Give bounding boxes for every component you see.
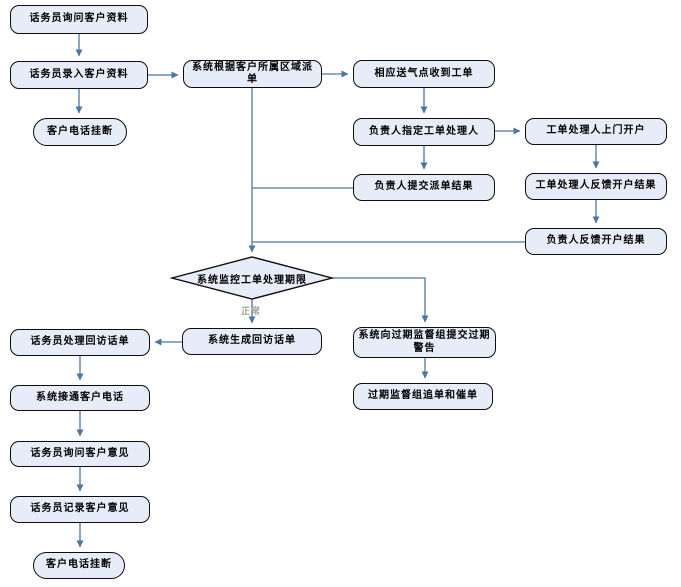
node-handle-callback-ticket: 话务员处理回访话单	[10, 329, 150, 356]
node-label: 系统向过期监督组提交过期警告	[358, 330, 491, 354]
connector-decision-overdue	[332, 277, 429, 323]
node-label: 负责人反馈开户结果	[546, 235, 646, 247]
node-label: 话务员询问客户资料	[29, 13, 129, 25]
node-label: 话务员记录客户意见	[30, 503, 130, 515]
node-customer-hangup-bottom: 客户电话挂断	[33, 552, 125, 579]
node-label: 话务员处理回访话单	[30, 336, 130, 348]
node-customer-hangup-top: 客户电话挂断	[33, 118, 127, 146]
node-label: 系统监控工单处理期限	[197, 274, 307, 286]
node-label: 过期监督组追单和催单	[368, 390, 478, 402]
node-label: 系统接通客户电话	[36, 391, 124, 403]
node-label: 系统生成回访话单	[208, 335, 296, 347]
node-door-open-account: 工单处理人上门开户	[525, 118, 667, 145]
node-station-receive-order: 相应送气点收到工单	[353, 60, 495, 88]
node-ask-customer-opinion: 话务员询问客户意见	[10, 441, 150, 467]
node-connect-customer-call: 系统接通客户电话	[10, 385, 150, 411]
node-submit-dispatch-result: 负责人提交派单结果	[353, 174, 495, 201]
node-handler-feedback-result: 工单处理人反馈开户结果	[525, 173, 667, 200]
node-label: 相应送气点收到工单	[374, 67, 474, 79]
node-label: 系统根据客户所属区域派单	[192, 61, 313, 86]
node-label: 话务员录入客户资料	[29, 68, 129, 80]
node-monitor-deadline-decision: 系统监控工单处理期限	[177, 262, 327, 294]
node-label: 客户电话挂断	[46, 559, 112, 571]
node-overdue-chase-order: 过期监督组追单和催单	[353, 383, 493, 410]
node-dispatch-by-region: 系统根据客户所属区域派单	[183, 60, 322, 88]
node-label: 客户电话挂断	[47, 125, 113, 137]
node-record-customer-opinion: 话务员记录客户意见	[10, 496, 150, 523]
node-label: 负责人提交派单结果	[374, 181, 474, 193]
node-label: 负责人指定工单处理人	[369, 125, 479, 137]
node-label: 工单处理人反馈开户结果	[535, 180, 657, 192]
node-ask-customer-info: 话务员询问客户资料	[10, 5, 148, 34]
node-label: 工单处理人上门开户	[546, 125, 646, 137]
node-assign-order-handler: 负责人指定工单处理人	[353, 118, 495, 146]
node-enter-customer-info: 话务员录入客户资料	[10, 61, 148, 89]
node-overdue-warning: 系统向过期监督组提交过期警告	[353, 327, 496, 358]
edge-label-normal: 正常	[241, 307, 262, 317]
node-label: 话务员询问客户意见	[30, 447, 130, 459]
node-generate-callback-ticket: 系统生成回访话单	[182, 328, 322, 355]
node-leader-feedback-result: 负责人反馈开户结果	[525, 228, 667, 255]
